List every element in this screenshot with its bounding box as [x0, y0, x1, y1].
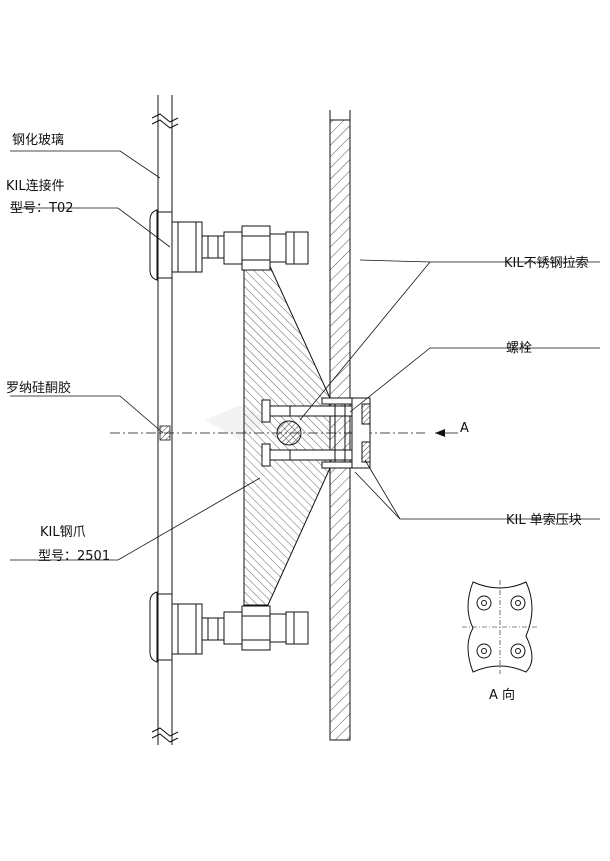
upper-connector — [149, 209, 309, 281]
leader-lines — [10, 150, 600, 561]
label-cable: KIL不锈钢拉索 — [504, 256, 589, 271]
label-clamp: KIL 单索压块 — [506, 513, 582, 528]
label-sealant: 罗纳硅酮胶 — [6, 380, 71, 396]
lower-connector — [149, 591, 309, 663]
label-connector-name: KIL连接件 — [6, 178, 65, 194]
label-claw-model: 型号：2501 — [38, 549, 110, 564]
arrow-left-icon — [435, 429, 445, 437]
view-a-detail — [462, 580, 538, 674]
label-tempered-glass: 钢化玻璃 — [12, 133, 64, 148]
label-view-a: A 向 — [489, 687, 515, 703]
label-claw-name: KIL钢爪 — [40, 525, 86, 540]
label-bolt: 螺栓 — [506, 341, 532, 356]
label-connector-model: 型号：T02 — [10, 201, 73, 216]
cable-clamp-assembly — [261, 397, 371, 469]
label-section-marker: A — [460, 421, 469, 436]
support-structure — [329, 110, 351, 741]
